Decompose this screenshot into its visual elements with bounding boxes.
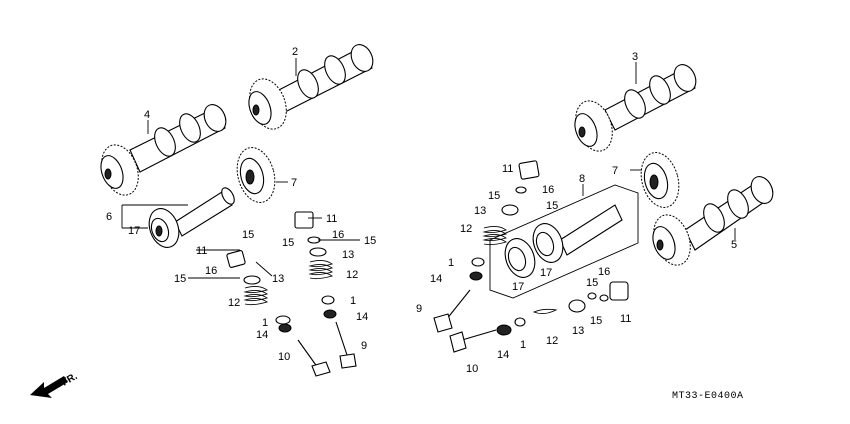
label-15-d: 15 (364, 235, 376, 247)
direction-label: FR. (60, 371, 80, 389)
gear-7-left (236, 147, 276, 203)
arrow-icon (30, 376, 68, 398)
label-1-d: 1 (520, 339, 526, 351)
label-14-a: 14 (256, 329, 268, 341)
label-7-right: 7 (612, 165, 618, 177)
label-1-b: 1 (350, 295, 356, 307)
front-direction-indicator: FR. (30, 371, 80, 398)
label-1-c: 1 (448, 257, 454, 269)
camshaft-5 (652, 176, 774, 266)
camshaft-3 (574, 64, 697, 152)
label-13-d: 13 (572, 325, 584, 337)
label-9-b: 9 (416, 303, 422, 315)
valve-train-right-b (449, 281, 629, 353)
label-12-d: 12 (546, 335, 558, 347)
camshaft-2 (248, 44, 374, 130)
valve-train-left-b (294, 211, 357, 369)
label-15-c: 15 (282, 237, 294, 249)
valve-train-right-a (433, 160, 540, 333)
gear-7-right (640, 152, 680, 208)
label-16-b: 16 (332, 229, 344, 241)
label-8: 8 (579, 173, 585, 185)
label-13-b: 13 (342, 249, 354, 261)
label-17-b: 17 (540, 267, 552, 279)
label-10-a: 10 (278, 351, 290, 363)
label-7-left: 7 (291, 177, 297, 189)
label-3: 3 (632, 51, 638, 63)
label-15-e: 15 (488, 190, 500, 202)
label-11-c: 11 (502, 163, 513, 175)
label-15-h: 15 (590, 315, 602, 327)
label-10-b: 10 (466, 363, 478, 375)
label-16-c: 16 (542, 184, 554, 196)
label-16-d: 16 (598, 266, 610, 278)
valve-train-left-a (226, 250, 331, 377)
label-17-a: 17 (512, 281, 524, 293)
label-15-f: 15 (546, 200, 558, 212)
label-4: 4 (144, 109, 150, 121)
diagram-code: MT33-E0400A (672, 391, 744, 402)
camshaft-4 (100, 104, 227, 196)
label-13-a: 13 (272, 273, 284, 285)
label-14-b: 14 (356, 311, 368, 323)
label-12-c: 12 (460, 223, 472, 235)
label-14-c: 14 (430, 273, 442, 285)
label-2: 2 (292, 46, 298, 58)
label-9-a: 9 (361, 340, 367, 352)
label-6: 6 (106, 211, 112, 223)
idler-shaft-6 (148, 187, 235, 248)
label-12-b: 12 (346, 269, 358, 281)
label-15-a: 15 (242, 229, 254, 241)
label-5: 5 (731, 239, 737, 251)
label-12-a: 12 (228, 297, 240, 309)
label-11-b: 11 (326, 213, 337, 225)
leader-lines (121, 58, 736, 279)
label-1-a: 1 (262, 317, 268, 329)
label-17-left: 17 (128, 225, 140, 237)
label-15-b: 15 (174, 273, 186, 285)
idler-shaft-8 (489, 184, 639, 299)
label-11-d: 11 (620, 313, 631, 325)
label-16-a: 16 (205, 265, 217, 277)
label-15-g: 15 (586, 277, 598, 289)
callout-labels: 2 3 4 5 6 7 7 8 17 17 17 11 11 11 11 15 … (106, 46, 737, 375)
label-14-d: 14 (497, 349, 509, 361)
label-13-c: 13 (474, 205, 486, 217)
label-11-a: 11 (196, 245, 207, 257)
